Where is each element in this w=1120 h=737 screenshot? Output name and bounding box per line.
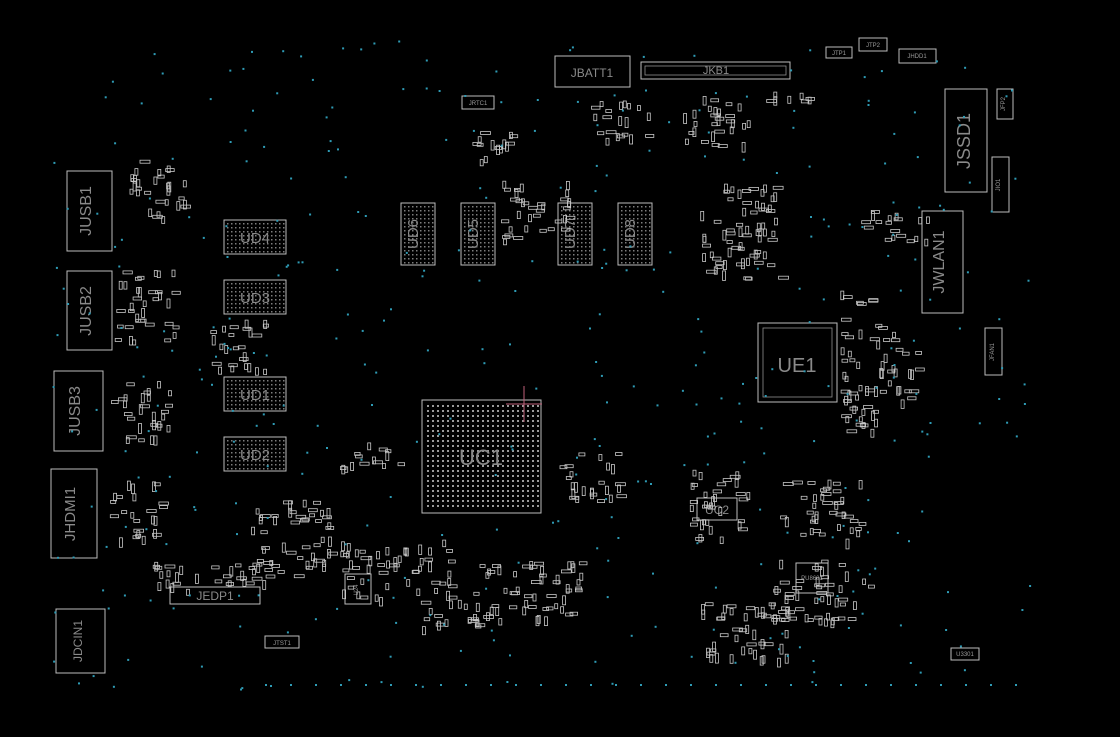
component-jhdd1[interactable]: JHDD1 bbox=[898, 48, 937, 64]
component-jrtc1[interactable]: JRTC1 bbox=[461, 95, 495, 110]
component-uc1[interactable]: UC1 bbox=[421, 399, 542, 514]
component-jusb3[interactable]: JUSB3 bbox=[53, 370, 104, 452]
component-jfp2[interactable]: JFP2 bbox=[996, 88, 1014, 120]
component-jkb1[interactable]: JKB1 bbox=[640, 61, 791, 80]
component-label: UE1 bbox=[778, 355, 817, 377]
component-label: JIO1 bbox=[996, 178, 1002, 191]
component-u3301[interactable]: U3301 bbox=[950, 647, 980, 661]
uc1-ball-grid bbox=[427, 405, 539, 507]
component-ud4[interactable]: UD4 bbox=[223, 219, 287, 255]
component-label: PU8601 bbox=[801, 576, 823, 582]
component-label: JUSB2 bbox=[78, 286, 95, 336]
component-label: JWLAN1 bbox=[931, 230, 948, 293]
component-label: JFP2 bbox=[1001, 96, 1007, 111]
component-ud7[interactable]: UD7 bbox=[557, 202, 593, 266]
component-jwlan1[interactable]: JWLAN1 bbox=[921, 210, 964, 314]
memory-chips-horizontal: UD4 UD3 UD1 UD2 bbox=[223, 219, 287, 472]
component-jusb1[interactable]: JUSB1 bbox=[66, 170, 113, 252]
component-jssd1[interactable]: JSSD1 bbox=[944, 88, 988, 193]
vias bbox=[52, 40, 1032, 691]
component-ud8[interactable]: UD8 bbox=[617, 202, 653, 266]
passive-components bbox=[109, 91, 930, 668]
component-label: JTP2 bbox=[866, 43, 881, 49]
component-jdcin1[interactable]: JDCIN1 bbox=[55, 608, 106, 674]
component-jhdmi1[interactable]: JHDMI1 bbox=[50, 468, 98, 559]
component-label: UD2 bbox=[240, 447, 270, 464]
component-ud3[interactable]: UD3 bbox=[223, 279, 287, 315]
component-label: UD1 bbox=[240, 387, 270, 404]
component-label: JUSB1 bbox=[78, 186, 95, 236]
component-jio1[interactable]: JIO1 bbox=[991, 156, 1010, 213]
crosshair-cursor bbox=[506, 386, 542, 422]
component-jtst1[interactable]: JTST1 bbox=[264, 635, 300, 649]
component-jbatt1[interactable]: JBATT1 bbox=[554, 55, 631, 88]
component-label: JSSD1 bbox=[954, 113, 974, 169]
component-label: JHDMI1 bbox=[62, 487, 79, 541]
component-ud6[interactable]: UD6 bbox=[400, 202, 436, 266]
component-jtp2[interactable]: JTP2 bbox=[858, 37, 888, 52]
component-jfan1[interactable]: JFAN1 bbox=[984, 327, 1003, 376]
component-label: JHDD1 bbox=[907, 54, 927, 60]
component-label: U3301 bbox=[956, 652, 974, 658]
memory-chips-vertical: UD6 UD5 UD7 UD8 bbox=[400, 202, 653, 266]
component-label: UD3 bbox=[240, 290, 270, 307]
component-ud5[interactable]: UD5 bbox=[460, 202, 496, 266]
component-label: JBATT1 bbox=[571, 66, 614, 80]
component-label: JTST1 bbox=[273, 641, 291, 647]
component-pu8601[interactable]: PU8601 bbox=[795, 562, 829, 594]
component-jtp1[interactable]: JTP1 bbox=[825, 46, 853, 59]
component-label: UC1 bbox=[459, 445, 503, 470]
component-ud2[interactable]: UD2 bbox=[223, 436, 287, 472]
component-ue1[interactable]: UE1 bbox=[757, 322, 838, 403]
component-ud1[interactable]: UD1 bbox=[223, 376, 287, 412]
component-jusb2[interactable]: JUSB2 bbox=[66, 270, 113, 351]
component-label: UD4 bbox=[240, 230, 270, 247]
component-jedp1[interactable]: JEDP1 bbox=[169, 586, 261, 605]
component-label: JRTC1 bbox=[469, 101, 488, 107]
component-label: JKB1 bbox=[703, 65, 729, 77]
component-label: JEDP1 bbox=[196, 589, 234, 603]
component-label: JDCIN1 bbox=[71, 620, 85, 662]
component-uc2[interactable]: UC2 bbox=[696, 497, 738, 521]
component-label: JUSB3 bbox=[67, 386, 84, 436]
component-label: JTP1 bbox=[832, 51, 847, 57]
component-label: JFAN1 bbox=[990, 342, 996, 361]
component-label: U24 bbox=[354, 584, 360, 596]
component-u24[interactable]: U24 bbox=[344, 573, 372, 605]
